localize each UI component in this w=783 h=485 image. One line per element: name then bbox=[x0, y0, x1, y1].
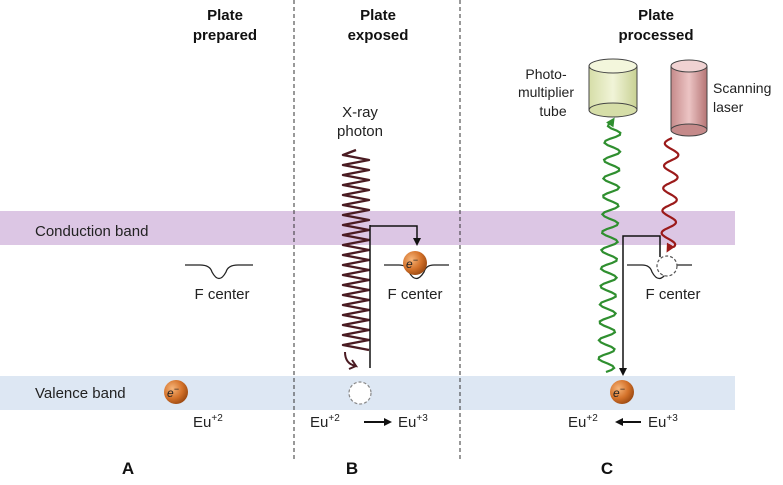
f-center-label-a: F center bbox=[194, 286, 249, 303]
pmt-label-line1: Photo- bbox=[525, 66, 567, 82]
eu-label-b-left: Eu+2 bbox=[310, 413, 340, 431]
laser-beam-wave bbox=[660, 137, 680, 253]
xray-label-line2: photon bbox=[337, 123, 383, 140]
pmt-label-line3: tube bbox=[539, 103, 566, 119]
panel-c-title-line2: processed bbox=[618, 27, 693, 44]
f-center-label-b: F center bbox=[387, 286, 442, 303]
scanning-laser bbox=[670, 59, 708, 137]
laser-label-line1: Scanning bbox=[713, 80, 771, 96]
panel-b-title-line1: Plate bbox=[360, 7, 396, 24]
electron-a-label: e− bbox=[167, 384, 179, 400]
eu-label-a: Eu+2 bbox=[193, 413, 223, 431]
eu-label-c-left: Eu+2 bbox=[568, 413, 598, 431]
laser-label-line2: laser bbox=[713, 99, 744, 115]
xray-label-line1: X-ray bbox=[342, 104, 378, 121]
hole-b bbox=[348, 381, 372, 405]
electron-release-path bbox=[619, 235, 661, 376]
panel-a-letter: A bbox=[122, 459, 134, 478]
electron-c-label: e− bbox=[613, 384, 625, 400]
photomultiplier-tube bbox=[588, 58, 638, 118]
electron-b-label: e− bbox=[406, 255, 418, 271]
panel-a-title-line1: Plate bbox=[207, 7, 243, 24]
electron-c bbox=[610, 380, 634, 404]
valence-band-label: Valence band bbox=[35, 385, 126, 402]
xray-photon-wave bbox=[341, 148, 371, 352]
eu-label-c-right: Eu+3 bbox=[648, 413, 678, 431]
panel-b-title-line2: exposed bbox=[348, 27, 409, 44]
xray-arrowhead bbox=[344, 351, 359, 370]
f-center-label-c: F center bbox=[645, 286, 700, 303]
conduction-band-label: Conduction band bbox=[35, 223, 148, 240]
f-center-trap-a bbox=[185, 264, 253, 280]
panel-a-title-line2: prepared bbox=[193, 27, 257, 44]
empty-f-center-c bbox=[656, 255, 678, 277]
electron-b-trapped bbox=[403, 251, 427, 275]
pmt-label-line2: multiplier bbox=[518, 84, 574, 100]
panel-c-letter: C bbox=[601, 459, 613, 478]
eu-label-b-right: Eu+3 bbox=[398, 413, 428, 431]
panel-b-letter: B bbox=[346, 459, 358, 478]
excitation-arrow bbox=[370, 225, 421, 246]
panel-c-title-line1: Plate bbox=[638, 7, 674, 24]
emission-wave bbox=[597, 117, 622, 374]
electron-a bbox=[164, 380, 188, 404]
